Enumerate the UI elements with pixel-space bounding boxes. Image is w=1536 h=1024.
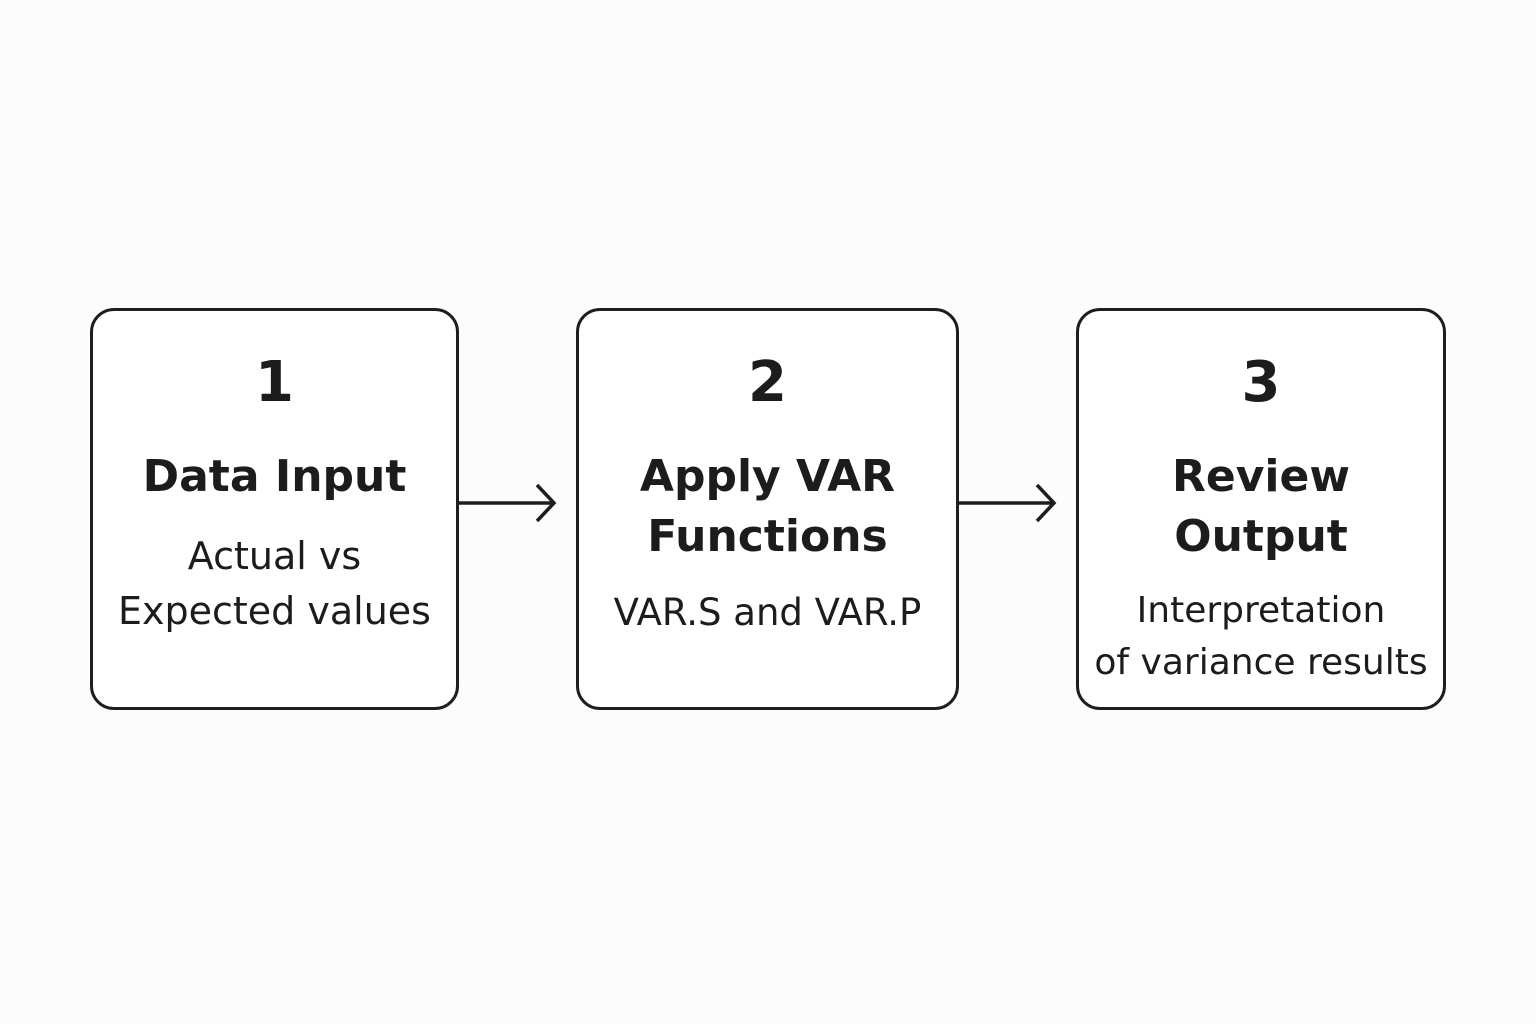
step-box-data-input: 1 Data Input Actual vs Expected values [90,308,459,710]
step-description: Actual vs Expected values [118,534,431,633]
step-number: 2 [748,350,787,415]
step-description: Interpretation of variance results [1094,590,1428,683]
step-title: Review Output [1172,451,1350,562]
step-number: 1 [255,350,294,415]
step-title: Apply VAR Functions [639,451,896,562]
arrow-right-icon [959,483,1057,523]
step-box-apply-var-functions: 2 Apply VAR Functions VAR.S and VAR.P [576,308,959,710]
step-title: Data Input [142,451,407,502]
step-description: VAR.S and VAR.P [613,591,922,634]
step-number: 3 [1241,350,1281,415]
step-box-review-output: 3 Review Output Interpretation of varian… [1076,308,1446,710]
arrow-right-icon [459,483,557,523]
